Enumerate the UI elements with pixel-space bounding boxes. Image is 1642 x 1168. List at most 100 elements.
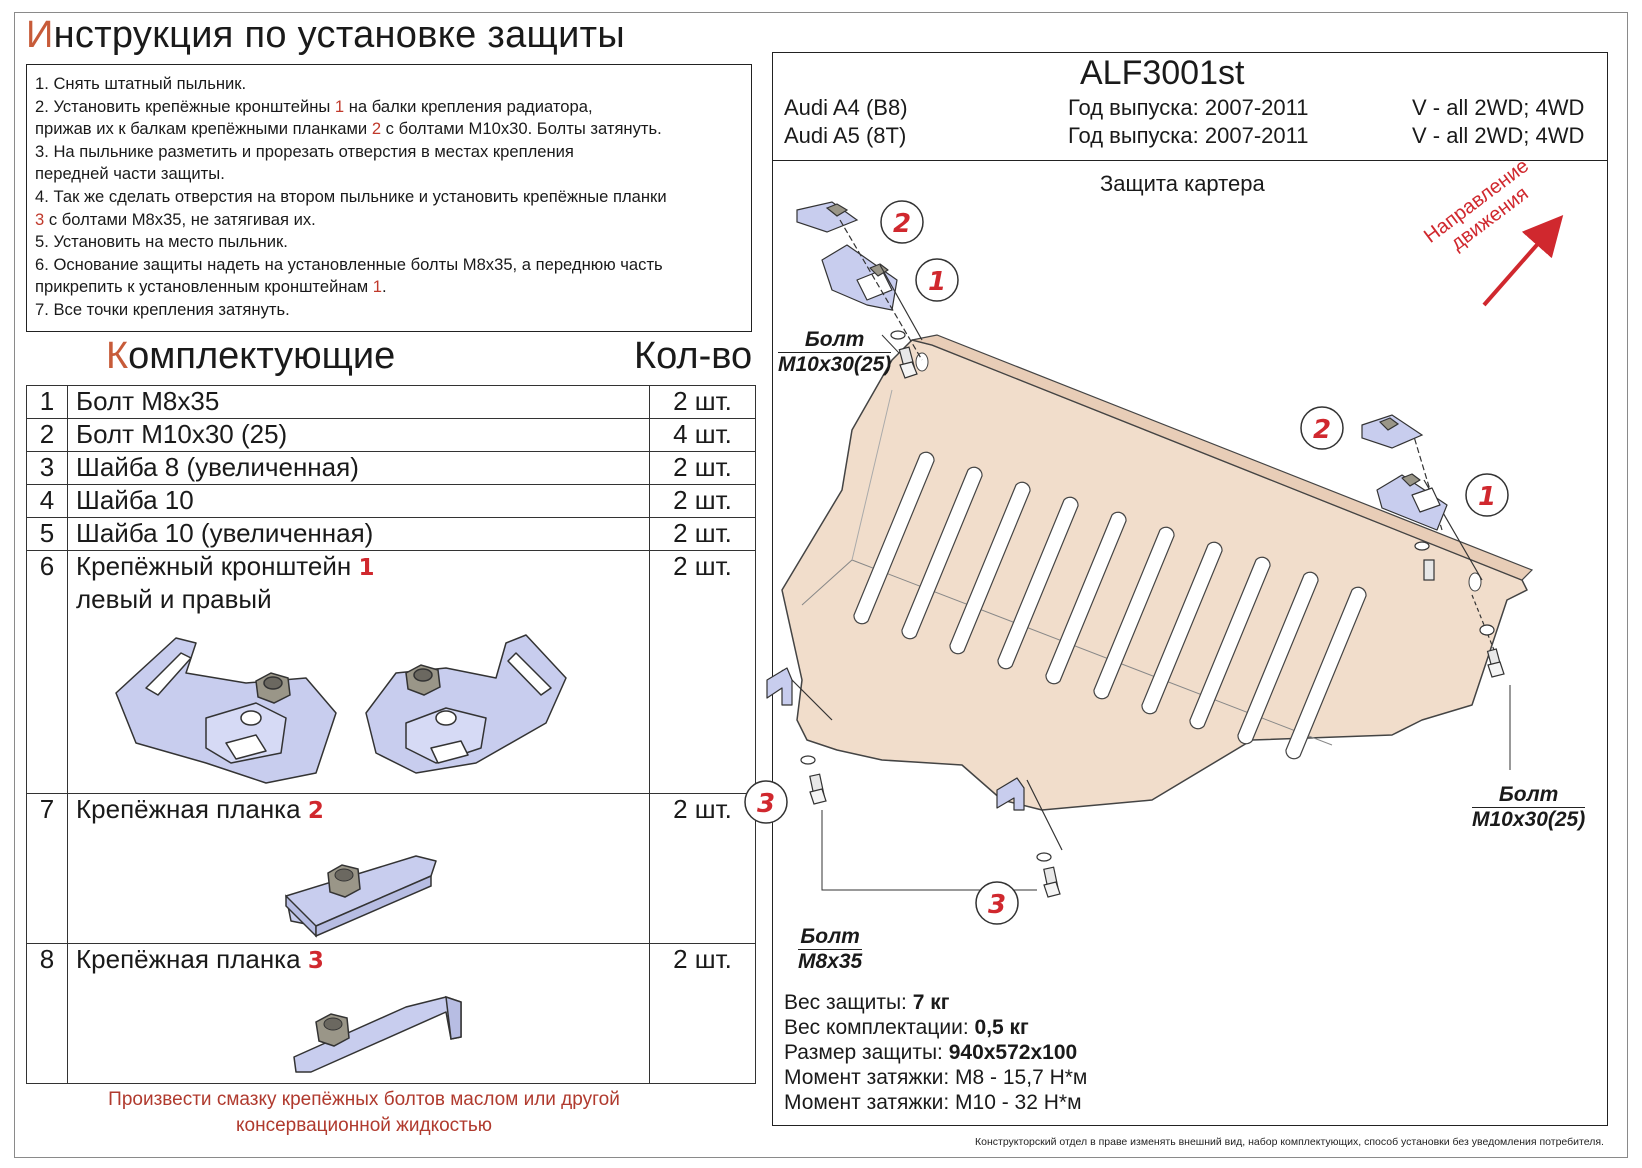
instruction-line: 6. Основание защиты надеть на установлен… bbox=[35, 254, 663, 274]
spec-torque-m8: Момент затяжки: М8 - 15,7 Н*м bbox=[784, 1066, 1088, 1089]
page-title: Инструкция по установке защиты bbox=[26, 14, 625, 56]
row-name: Шайба 8 (увеличенная) bbox=[67, 451, 650, 485]
spec-kit-weight: Вес комплектации: 0,5 кг bbox=[784, 1016, 1029, 1039]
instruction-line: прижав их к балкам крепёжными планками 2… bbox=[35, 119, 662, 139]
nut-right bbox=[405, 664, 441, 696]
bracket-right bbox=[365, 634, 567, 774]
car-model: Audi A5 (8T) bbox=[784, 123, 907, 148]
row-number: 6 bbox=[26, 550, 68, 794]
model-code: ALF3001st bbox=[1080, 54, 1245, 92]
svg-text:3: 3 bbox=[988, 890, 1006, 920]
bracket-left bbox=[115, 637, 337, 784]
row-number: 2 bbox=[26, 418, 68, 452]
table-row: 7 Крепёжная планка 2 2 шт. bbox=[26, 793, 756, 944]
components-table: 1 Болт М8х35 2 шт. 2 Болт М10х30 (25) 4 … bbox=[26, 385, 756, 1084]
row-qty: 2 шт. bbox=[649, 517, 756, 551]
table-row: 1 Болт М8х35 2 шт. bbox=[26, 385, 756, 419]
svg-text:2: 2 bbox=[893, 209, 911, 239]
label-leaders bbox=[821, 334, 1511, 891]
table-row: 5 Шайба 10 (увеличенная) 2 шт. bbox=[26, 517, 756, 551]
instruction-line: 4. Так же сделать отверстия на втором пы… bbox=[35, 186, 667, 206]
page-frame bbox=[14, 12, 1628, 1158]
car-years: Год выпуска: 2007-2011 bbox=[1068, 95, 1309, 120]
ventilation-slots bbox=[853, 451, 1367, 760]
row-name: Крепёжный кронштейн 1 левый и правый bbox=[67, 550, 650, 794]
spec-weight: Вес защиты: 7 кг bbox=[784, 991, 950, 1014]
plate-3-illustration bbox=[293, 995, 462, 1073]
instruction-line: 2. Установить крепёжные кронштейны 1 на … bbox=[35, 96, 593, 116]
bolt-m8 bbox=[800, 755, 1061, 898]
quantity-title: Кол-во bbox=[634, 335, 753, 377]
row-number: 7 bbox=[26, 793, 68, 944]
components-title: Комплектующие bbox=[106, 335, 396, 377]
specs-block: Вес защиты: 7 кг Вес комплектации: 0,5 к… bbox=[784, 990, 1087, 1115]
row-name: Шайба 10 (увеличенная) bbox=[67, 517, 650, 551]
row-number: 5 bbox=[26, 517, 68, 551]
header-divider bbox=[772, 160, 1608, 161]
bolt-label-bottom: Болт М8х35 bbox=[798, 925, 863, 973]
grease-note: Произвести смазку крепёжных болтов масло… bbox=[108, 1089, 620, 1136]
instruction-line: передней части защиты. bbox=[35, 164, 225, 184]
svg-text:1: 1 bbox=[928, 267, 946, 297]
callout-1-top-left: 1 bbox=[915, 258, 959, 302]
car-years: Год выпуска: 2007-2011 bbox=[1068, 123, 1309, 148]
row-qty: 2 шт. bbox=[649, 484, 756, 518]
callout-3-bottom: 3 bbox=[975, 881, 1019, 925]
row-name: Шайба 10 bbox=[67, 484, 650, 518]
bracket-pair-illustration bbox=[115, 634, 567, 784]
car-engine: V - all 2WD; 4WD bbox=[1412, 123, 1585, 148]
skid-plate bbox=[781, 334, 1534, 811]
row-name: Крепёжная планка 3 bbox=[67, 943, 650, 1084]
instruction-line: 7. Все точки крепления затянуть. bbox=[35, 299, 290, 319]
bracket-1-top-left bbox=[821, 244, 898, 311]
row-qty: 2 шт. bbox=[649, 943, 756, 1084]
bolt-m10-right bbox=[1414, 541, 1505, 678]
plate-2-illustration bbox=[285, 855, 437, 938]
instruction-line: 5. Установить на место пыльник. bbox=[35, 232, 288, 252]
bracket-1-right bbox=[1376, 473, 1448, 531]
spec-torque-m10: Момент затяжки: М10 - 32 Н*м bbox=[784, 1091, 1082, 1114]
instruction-line: 3. На пыльнике разметить и прорезать отв… bbox=[35, 141, 574, 161]
row-qty: 2 шт. bbox=[649, 385, 756, 419]
direction-arrow-icon bbox=[1482, 214, 1564, 307]
svg-text:3: 3 bbox=[757, 789, 775, 819]
table-row: 2 Болт М10х30 (25) 4 шт. bbox=[26, 418, 756, 452]
row-number: 3 bbox=[26, 451, 68, 485]
part-name: Защита картера bbox=[1100, 171, 1265, 196]
row-qty: 2 шт. bbox=[649, 451, 756, 485]
table-row: 3 Шайба 8 (увеличенная) 2 шт. bbox=[26, 451, 756, 485]
callout-3-left: 3 bbox=[744, 780, 788, 824]
bolt-m10-top-left bbox=[890, 330, 918, 379]
table-row: 6 Крепёжный кронштейн 1 левый и правый bbox=[26, 550, 756, 794]
table-row: 8 Крепёжная планка 3 2 шт. bbox=[26, 943, 756, 1084]
row-qty: 4 шт. bbox=[649, 418, 756, 452]
car-model: Audi A4 (B8) bbox=[784, 95, 908, 120]
row-name: Болт М8х35 bbox=[67, 385, 650, 419]
disclaimer: Конструкторский отдел в праве изменять в… bbox=[975, 1136, 1604, 1148]
row-qty: 2 шт. bbox=[649, 793, 756, 944]
bolt-label-top-left: Болт М10х30(25) bbox=[778, 328, 892, 376]
row-name: Болт М10х30 (25) bbox=[67, 418, 650, 452]
row-number: 8 bbox=[26, 943, 68, 1084]
plate-2-top-left bbox=[796, 201, 859, 233]
instruction-line: 1. Снять штатный пыльник. bbox=[35, 74, 247, 93]
svg-text:2: 2 bbox=[1313, 415, 1331, 445]
car-engine: V - all 2WD; 4WD bbox=[1412, 95, 1585, 120]
spec-size: Размер защиты: 940х572х100 bbox=[784, 1041, 1078, 1064]
callout-1-right: 1 bbox=[1465, 473, 1509, 517]
nut-left bbox=[255, 672, 291, 704]
callout-2-top-left: 2 bbox=[880, 200, 924, 244]
callout-2-right: 2 bbox=[1300, 406, 1344, 450]
instructions-box: 1. Снять штатный пыльник. 2. Установить … bbox=[26, 64, 752, 332]
row-number: 4 bbox=[26, 484, 68, 518]
svg-text:1: 1 bbox=[1478, 482, 1496, 512]
bolt-label-right: Болт М10х30(25) bbox=[1472, 783, 1586, 831]
drawing-panel bbox=[772, 52, 1608, 1126]
table-row: 4 Шайба 10 2 шт. bbox=[26, 484, 756, 518]
row-number: 1 bbox=[26, 385, 68, 419]
row-name: Крепёжная планка 2 bbox=[67, 793, 650, 944]
instruction-line: 3 с болтами М8х35, не затягивая их. bbox=[35, 209, 316, 229]
row-qty: 2 шт. bbox=[649, 550, 756, 794]
instruction-line: прикрепить к установленным кронштейнам 1… bbox=[35, 277, 387, 297]
plate-3-bottom bbox=[996, 777, 1025, 811]
